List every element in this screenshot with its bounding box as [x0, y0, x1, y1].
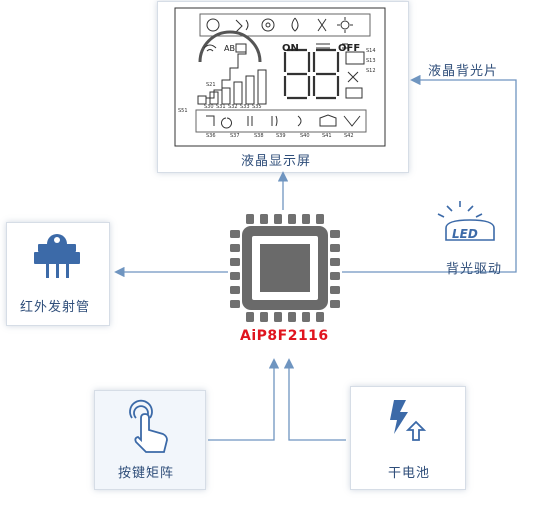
battery-label: 干电池 [388, 466, 431, 481]
lcd-backlight-label: 液晶背光片 [428, 64, 499, 79]
battery-box [350, 386, 466, 490]
led-text: LED [452, 227, 478, 241]
lcd-ab-text: AB [224, 44, 235, 53]
lcd-segment-label: S40 [300, 133, 310, 139]
lcd-segment-label: S42 [344, 133, 354, 139]
line-chip-to-backlight [342, 74, 517, 273]
lcd-segment-label: S30 [204, 104, 214, 110]
lcd-segment-label: S31 [216, 104, 226, 110]
lcd-segment-label: S21 [206, 82, 216, 88]
lcd-segment-label: S35 [252, 104, 262, 110]
ir-emitter-label: 红外发射管 [20, 300, 91, 315]
lcd-segment-label: S36 [206, 133, 216, 139]
lcd-segment-label: S37 [230, 133, 240, 139]
lcd-segment-label: S32 [228, 104, 238, 110]
lcd-segment-label: S41 [322, 133, 332, 139]
lcd-display-label: 液晶显示屏 [241, 154, 312, 169]
lcd-segment-label: S39 [276, 133, 286, 139]
arrow-battery-to-chip [283, 358, 346, 441]
backlight-driver-label: 背光驱动 [446, 262, 503, 277]
arrow-keypad-to-chip [208, 358, 280, 441]
lcd-segment-label: S51 [178, 108, 188, 114]
lcd-segment-label: S38 [254, 133, 264, 139]
lcd-off-text: OFF [338, 43, 360, 54]
lcd-segment-label: S33 [240, 104, 250, 110]
lcd-segment-label: S12 [366, 68, 376, 74]
lcd-on-text: ON [282, 43, 299, 54]
lcd-segment-label: S14 [366, 48, 376, 54]
chip-model-label: AiP8F2116 [240, 328, 329, 344]
lcd-display-box [157, 1, 409, 173]
lcd-segment-label: S13 [366, 58, 376, 64]
keypad-label: 按键矩阵 [118, 466, 175, 481]
